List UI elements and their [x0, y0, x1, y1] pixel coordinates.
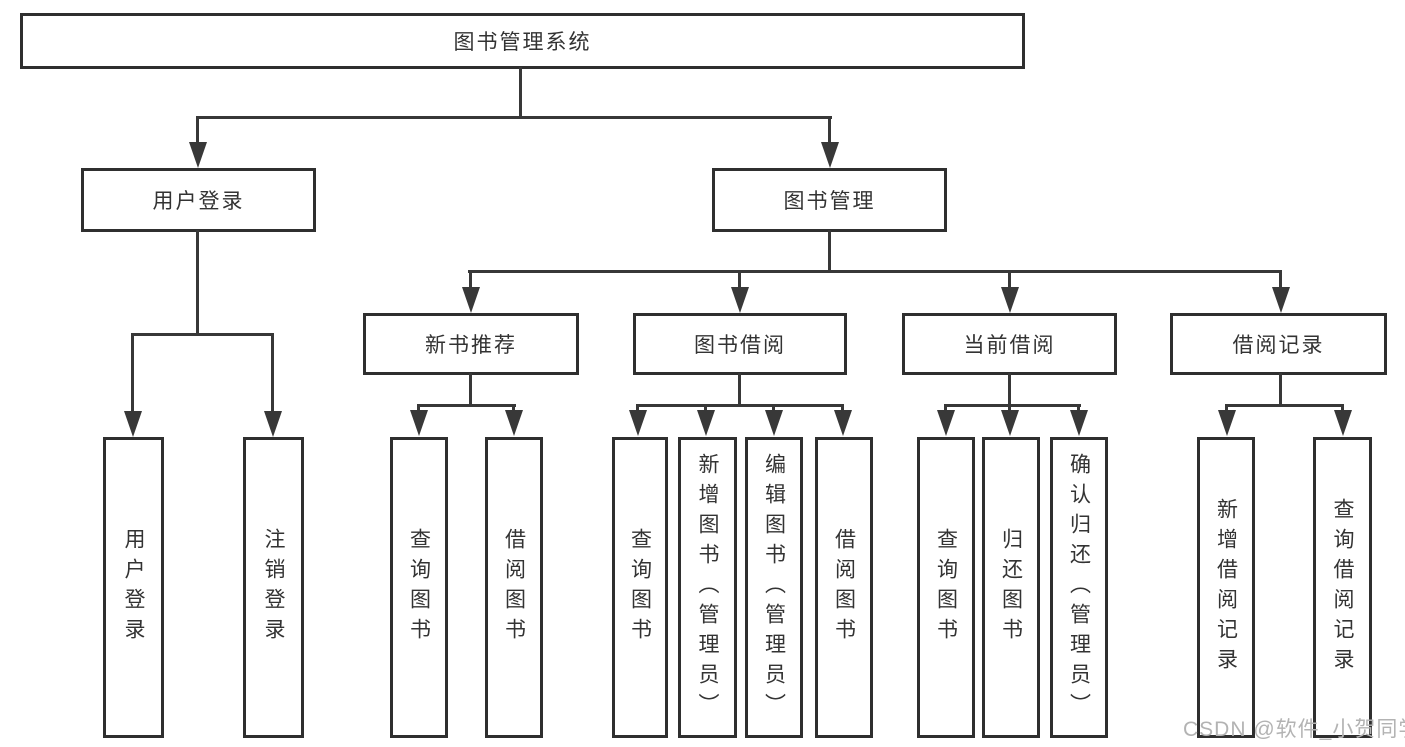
connector-borrow-record-stem: [1279, 373, 1282, 407]
node-leaf-br-add-record: 新增借阅记录: [1197, 437, 1255, 738]
node-leaf-cb-confirm-return: 确认归还（管理员）: [1050, 437, 1108, 738]
connector-drop-nb-borrow: [512, 404, 515, 414]
node-leaf-cb-return-books: 归还图书: [982, 437, 1040, 738]
node-leaf-bb-add-books: 新增图书（管理员）: [678, 437, 737, 738]
arrowhead-br-query: [1334, 410, 1352, 436]
connector-drop-cb-return: [1008, 404, 1011, 414]
connector-user-login-horizontal: [131, 333, 274, 336]
connector-book-borrow-horizontal: [636, 404, 844, 407]
connector-drop-bb-edit: [772, 404, 775, 414]
connector-new-book-rec-stem: [469, 373, 472, 407]
arrowhead-cb-confirm: [1070, 410, 1088, 436]
connector-root-stem: [519, 67, 522, 118]
node-leaf-bb-add-books-label: 新增图书（管理员）: [696, 452, 719, 723]
connector-drop-bb-query: [636, 404, 639, 414]
node-book-management: 图书管理: [712, 168, 947, 232]
node-current-borrow: 当前借阅: [902, 313, 1117, 375]
arrowhead-logout-leaf: [264, 411, 282, 437]
node-root-label: 图书管理系统: [453, 31, 592, 54]
connector-new-book-rec-horizontal: [417, 404, 516, 407]
node-leaf-nb-query-books-label: 查询图书: [407, 527, 431, 648]
arrowhead-br-add: [1218, 410, 1236, 436]
node-book-borrow: 图书借阅: [633, 313, 847, 375]
node-leaf-bb-borrow-books: 借阅图书: [815, 437, 873, 738]
connector-drop-user-login-leaf: [131, 333, 134, 413]
connector-drop-bb-borrow: [841, 404, 844, 414]
node-leaf-nb-borrow-books: 借阅图书: [485, 437, 543, 738]
connector-drop-user-login: [196, 116, 199, 144]
arrowhead-nb-query: [410, 410, 428, 436]
node-leaf-br-add-record-label: 新增借阅记录: [1214, 497, 1238, 678]
node-book-management-label: 图书管理: [783, 190, 876, 213]
connector-level2-horizontal: [196, 116, 832, 119]
connector-book-management-stem: [828, 230, 831, 273]
arrowhead-bb-add: [697, 410, 715, 436]
node-leaf-cb-return-books-label: 归还图书: [999, 527, 1023, 648]
arrowhead-user-login: [189, 142, 207, 168]
arrowhead-nb-borrow: [505, 410, 523, 436]
connector-user-login-stem: [196, 230, 199, 335]
node-leaf-br-query-record-label: 查询借阅记录: [1331, 497, 1354, 678]
node-leaf-bb-query-books-label: 查询图书: [628, 527, 652, 648]
node-leaf-bb-edit-books-label: 编辑图书（管理员）: [762, 452, 786, 723]
connector-drop-nb-query: [417, 404, 420, 414]
node-leaf-bb-borrow-books-label: 借阅图书: [832, 527, 856, 648]
arrowhead-user-login-leaf: [124, 411, 142, 437]
connector-drop-br-add: [1225, 404, 1228, 414]
arrowhead-new-book-rec: [462, 287, 480, 313]
node-leaf-br-query-record: 查询借阅记录: [1313, 437, 1372, 738]
node-leaf-cb-confirm-return-label: 确认归还（管理员）: [1067, 452, 1091, 723]
connector-current-borrow-stem: [1008, 373, 1011, 407]
node-book-borrow-label: 图书借阅: [694, 334, 786, 357]
arrowhead-book-management: [821, 142, 839, 168]
connector-drop-br-query: [1341, 404, 1344, 414]
csdn-watermark: CSDN @软件_小贺同学: [1183, 718, 1405, 741]
node-current-borrow-label: 当前借阅: [963, 334, 1056, 357]
arrowhead-cb-return: [1001, 410, 1019, 436]
connector-drop-book-borrow: [738, 270, 741, 289]
connector-drop-cb-confirm: [1077, 404, 1080, 414]
connector-level3-horizontal: [468, 270, 1282, 273]
node-user-login-label: 用户登录: [152, 190, 245, 213]
node-user-login: 用户登录: [81, 168, 316, 232]
node-leaf-cb-query-books-label: 查询图书: [934, 527, 958, 648]
arrowhead-current-borrow: [1001, 287, 1019, 313]
node-borrow-record: 借阅记录: [1170, 313, 1387, 375]
node-leaf-nb-borrow-books-label: 借阅图书: [502, 527, 526, 648]
connector-drop-book-management: [828, 116, 831, 144]
connector-drop-logout-leaf: [271, 333, 274, 413]
connector-drop-borrow-record: [1279, 270, 1282, 289]
node-leaf-logout-label: 注销登录: [262, 527, 285, 648]
node-leaf-logout: 注销登录: [243, 437, 304, 738]
connector-borrow-record-horizontal: [1225, 404, 1344, 407]
node-new-book-rec: 新书推荐: [363, 313, 579, 375]
connector-drop-current-borrow: [1008, 270, 1011, 289]
arrowhead-bb-borrow: [834, 410, 852, 436]
node-leaf-bb-query-books: 查询图书: [612, 437, 668, 738]
node-new-book-rec-label: 新书推荐: [425, 334, 517, 357]
node-borrow-record-label: 借阅记录: [1232, 334, 1325, 357]
connector-book-borrow-stem: [738, 373, 741, 407]
arrowhead-borrow-record: [1272, 287, 1290, 313]
arrowhead-bb-query: [629, 410, 647, 436]
node-leaf-nb-query-books: 查询图书: [390, 437, 448, 738]
node-leaf-user-login-label: 用户登录: [122, 527, 145, 648]
arrowhead-bb-edit: [765, 410, 783, 436]
node-leaf-bb-edit-books: 编辑图书（管理员）: [745, 437, 803, 738]
connector-current-borrow-horizontal: [944, 404, 1081, 407]
arrowhead-cb-query: [937, 410, 955, 436]
node-leaf-cb-query-books: 查询图书: [917, 437, 975, 738]
connector-drop-bb-add: [704, 404, 707, 414]
arrowhead-book-borrow: [731, 287, 749, 313]
connector-drop-cb-query: [944, 404, 947, 414]
node-root: 图书管理系统: [20, 13, 1025, 69]
connector-drop-new-book-rec: [469, 270, 472, 289]
node-leaf-user-login: 用户登录: [103, 437, 164, 738]
